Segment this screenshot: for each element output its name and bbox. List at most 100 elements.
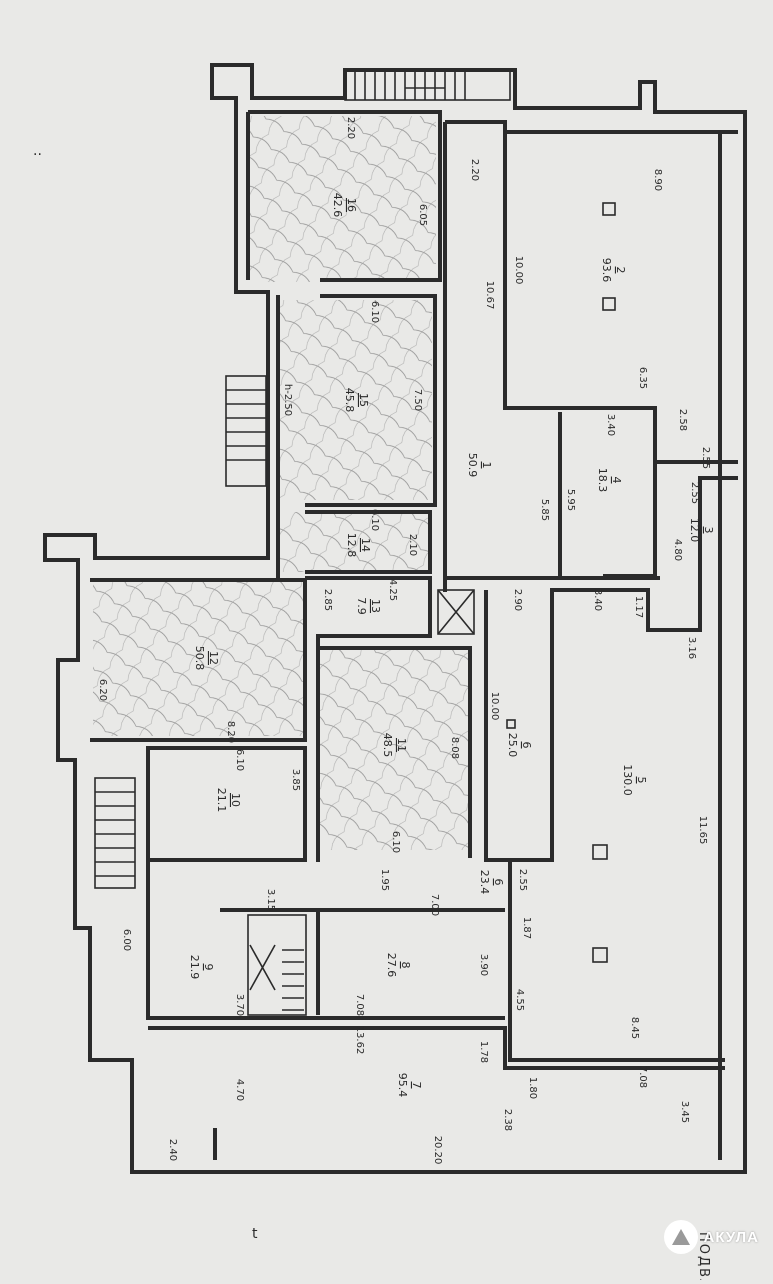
room-label-r13: 137.9 <box>355 597 382 615</box>
room-area: 7.9 <box>355 597 368 615</box>
room-number: 8 <box>399 962 412 969</box>
dimension-label: 8.45 <box>629 1017 640 1039</box>
dimension-label: 4.70 <box>234 1079 245 1101</box>
room-area: 95.4 <box>396 1073 409 1098</box>
lift-shaft <box>437 589 475 635</box>
room-area: 21.1 <box>215 788 228 813</box>
room-12-hatch <box>93 580 305 736</box>
room-label-r7: 795.4 <box>396 1073 423 1098</box>
room-area: 50.9 <box>466 453 479 478</box>
room-area: 50.8 <box>193 646 206 671</box>
room-area: 21.9 <box>188 955 201 980</box>
dimension-label: 6.10 <box>369 301 380 323</box>
room-area: 27.6 <box>385 953 398 978</box>
room-number: 7 <box>410 1082 423 1089</box>
room-14-hatch <box>280 512 428 572</box>
lower-left-stairs <box>94 777 136 889</box>
dimension-label: 8.20 <box>225 721 236 743</box>
room-number: 15 <box>357 393 370 407</box>
dimension-label: 7.08 <box>637 1066 648 1088</box>
dimension-label: 6.35 <box>637 367 648 389</box>
room-number: 2 <box>614 267 627 274</box>
dimension-label: 7.50 <box>412 389 423 411</box>
room-number: 3 <box>702 527 715 534</box>
internal-walls <box>90 110 738 1160</box>
dimension-label: 13.62 <box>354 1026 365 1055</box>
dimension-label: 4.25 <box>387 579 398 601</box>
dimension-label: 3.45 <box>679 1101 690 1123</box>
dimension-label: 2.38 <box>502 1109 513 1131</box>
room-area: 25.0 <box>506 733 519 758</box>
room-label-r6: 623.4 <box>478 870 505 895</box>
left-stairs <box>225 375 267 487</box>
dimension-label: 10.00 <box>489 692 500 721</box>
columns <box>506 202 616 963</box>
room-area: 45.8 <box>343 388 356 413</box>
room-label-r1: 150.9 <box>466 453 493 478</box>
dimension-label: 10.67 <box>484 281 495 310</box>
dimension-label: 1.80 <box>527 1077 538 1099</box>
dimension-label: 11.65 <box>697 816 708 845</box>
dimension-label: 6.00 <box>121 929 132 951</box>
dimension-label: 1.78 <box>478 1041 489 1063</box>
dimension-label: 3.16 <box>686 637 697 659</box>
room-number: 13 <box>369 599 382 613</box>
dimension-label: 3.15 <box>265 889 276 911</box>
dimension-label: 3.90 <box>478 954 489 976</box>
dimension-label: 20.20 <box>432 1136 443 1165</box>
room-16-hatch <box>250 116 436 282</box>
dimension-label: 2.20 <box>345 117 356 139</box>
dimension-label: 2.20 <box>469 159 480 181</box>
room-11-hatch <box>318 650 468 850</box>
room-number: 5 <box>635 777 648 784</box>
dimension-label: 3.40 <box>592 589 603 611</box>
dimension-label: 7.08 <box>354 994 365 1016</box>
shark-fin-icon <box>663 1220 698 1254</box>
inner-stairs <box>247 914 307 1016</box>
dimension-label: 2.40 <box>167 1139 178 1161</box>
watermark-text: АКУЛА <box>703 1228 759 1246</box>
room-area: 130.0 <box>621 764 634 796</box>
dimension-label: 6.20 <box>97 679 108 701</box>
room-number: 11 <box>395 738 408 752</box>
dimension-label: 6.05 <box>417 204 428 226</box>
room-label-r8: 827.6 <box>385 953 412 978</box>
room-number: 12 <box>207 651 220 665</box>
dimension-label: h-2.50 <box>282 384 293 416</box>
room-area: 12.0 <box>688 518 701 543</box>
dimension-label: 4.80 <box>672 539 683 561</box>
dimension-label: 7.00 <box>429 894 440 916</box>
dimension-label: 3.85 <box>290 769 301 791</box>
room-label-r3: 312.0 <box>688 518 715 543</box>
room-label-r4: 418.3 <box>596 468 623 493</box>
dimension-label: 6.10 <box>234 749 245 771</box>
dimension-label: 4.55 <box>514 989 525 1011</box>
outer-wall <box>43 63 747 1174</box>
room-area: 18.3 <box>596 468 609 493</box>
room-number: 1 <box>480 462 493 469</box>
watermark: АКУЛА <box>663 1220 759 1254</box>
dimension-label: 1.87 <box>521 917 532 939</box>
corner-mark: .. <box>33 143 42 159</box>
room-number: 4 <box>610 477 623 484</box>
dimension-label: 2.90 <box>512 589 523 611</box>
dimension-label: 2.10 <box>407 534 418 556</box>
room-area: 42.6 <box>331 193 344 218</box>
room-area: 23.4 <box>478 870 491 895</box>
room-label-r9: 921.9 <box>188 955 215 980</box>
room-area: 12.8 <box>345 533 358 558</box>
dimension-label: 5.85 <box>539 499 550 521</box>
room-area: 48.5 <box>381 733 394 758</box>
pencil-mark: t <box>252 1226 258 1242</box>
sheet-label: ПОДВАЛ <box>696 1232 711 1280</box>
dimension-label: 2.55 <box>700 447 711 469</box>
room-number: 14 <box>359 538 372 552</box>
dimension-label: 2.58 <box>677 409 688 431</box>
dimension-label: 3.70 <box>234 994 245 1016</box>
